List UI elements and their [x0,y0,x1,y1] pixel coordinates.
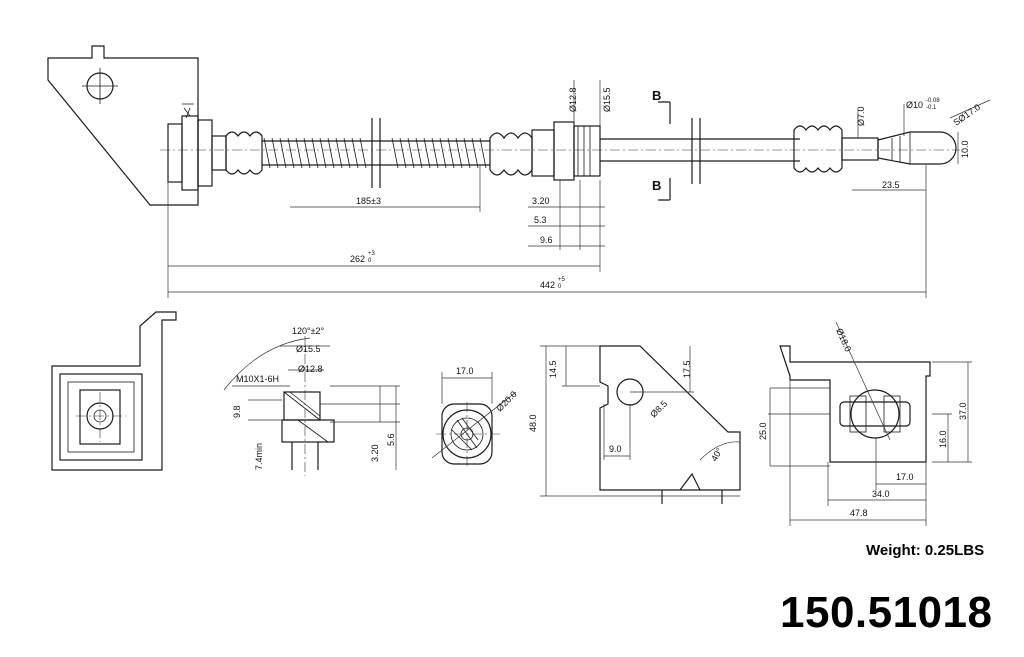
dim-47-8: 47.8 [850,508,868,518]
dim-dia-15-5: Ø15.5 [602,87,612,112]
dim-dia-7: Ø7.0 [856,106,866,126]
section-label-top: B [652,88,661,103]
bracket-side-view [540,345,741,504]
dim-dia-10: Ø10 [906,100,923,110]
dim-9-6: 9.6 [540,235,553,245]
dim-9-8: 9.8 [232,405,242,418]
dim-25-0: 25.0 [758,422,768,440]
dim-sphere-17: SØ17.0 [951,102,982,128]
dim-dia-15-5-b: Ø15.5 [296,344,321,354]
dim-17-5: 17.5 [682,360,692,378]
dim-262-tolerance: +3 [368,251,376,257]
fitting-section-view [223,336,400,476]
dim-34-0: 34.0 [872,489,890,499]
bracket-top-view [768,321,972,526]
dim-40-deg: 40° [709,446,725,463]
dim-23-5: 23.5 [882,180,900,190]
fitting-section-labels: 120°±2° Ø15.5 Ø12.8 M10X1-6H 9.8 7.4min … [232,326,396,470]
fitting-face-view [431,372,517,466]
dim-17-0-a: 17.0 [456,366,474,376]
dim-5-6: 5.6 [386,433,396,446]
section-label-bottom: B [652,178,661,193]
dim-3-20: 3.20 [532,196,550,206]
dim-dia-18: Ø18.0 [834,327,853,353]
part-number: 150.51018 [780,588,993,637]
top-dimension-lines [167,80,991,298]
dim-262-tolerance-lower: 0 [368,258,372,264]
dim-442-tolerance-lower: 0 [558,284,562,290]
dim-185: 185±3 [356,196,381,206]
dim-dia-12-8: Ø12.8 [568,87,578,112]
dim-3-20-b: 3.20 [370,444,380,462]
bracket-end-view [51,311,177,471]
dim-7-4min: 7.4min [254,443,264,470]
hose-assembly-side-view [47,45,960,206]
dim-262: 262 [350,254,365,264]
dim-dia-10-tolerance-upper: -0.08 [926,98,940,104]
dim-dia-12-8-b: Ø12.8 [298,364,323,374]
dim-9-0: 9.0 [609,444,622,454]
dim-120-deg: 120°±2° [292,326,325,336]
dim-dia-20: Ø20.0 [494,389,518,413]
weight-label: Weight: 0.25LBS [866,542,985,559]
dim-16-0: 16.0 [938,430,948,448]
dim-37-0: 37.0 [958,402,968,420]
dim-dia-8-5: Ø8.5 [648,399,669,420]
bracket-side-labels: 14.5 48.0 17.5 Ø8.5 9.0 40° [528,360,725,463]
dim-14-5: 14.5 [548,360,558,378]
dim-thread: M10X1-6H [236,374,279,384]
dim-48-0: 48.0 [528,414,538,432]
dim-17-0-b: 17.0 [896,472,914,482]
dim-442-tolerance: +5 [558,277,566,283]
dim-5-3: 5.3 [534,215,547,225]
dim-10-0: 10.0 [960,140,970,158]
dim-442: 442 [540,280,555,290]
top-dimension-labels: 185±3 3.20 5.3 9.6 262 +3 0 442 +5 0 Ø12… [350,87,982,290]
dim-dia-10-tolerance-lower: -0.1 [926,105,937,111]
